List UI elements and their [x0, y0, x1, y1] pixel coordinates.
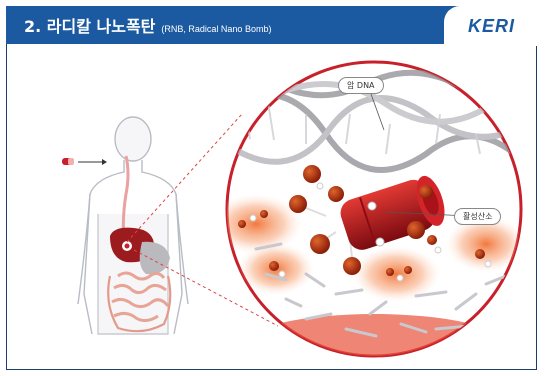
slide-subtitle: (RNB, Radical Nano Bomb): [161, 24, 271, 34]
slide-title: 2. 라디칼 나노폭탄: [24, 13, 155, 37]
cancer-dna-label: 암 DNA: [338, 77, 384, 94]
keri-logo: KERI: [468, 16, 515, 37]
arrow-icon: [78, 159, 107, 165]
logo-tab: KERI: [444, 6, 539, 46]
title-group: 2. 라디칼 나노폭탄 (RNB, Radical Nano Bomb): [6, 13, 271, 37]
human-body-icon: [78, 117, 188, 334]
illustration: [6, 44, 537, 370]
active-oxygen-label: 활성산소: [454, 208, 501, 225]
pill-icon: [62, 158, 74, 165]
